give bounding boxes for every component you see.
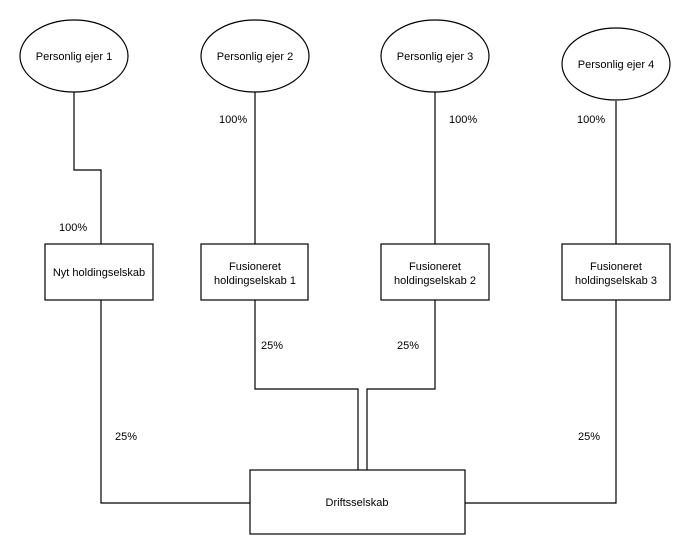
holding-label-line2: holdingselskab 2 (394, 275, 476, 287)
share-holding3-label: 25% (397, 340, 419, 352)
share-owner4-label: 100% (577, 114, 605, 126)
owner-node-3[interactable]: Personlig ejer 3 (380, 19, 490, 93)
owner-label: Personlig ejer 1 (36, 51, 112, 63)
share-holding1-label: 25% (115, 431, 137, 443)
owner-node-1[interactable]: Personlig ejer 1 (19, 19, 129, 93)
owner-node-4[interactable]: Personlig ejer 4 (561, 27, 671, 101)
owner-node-2[interactable]: Personlig ejer 2 (200, 19, 310, 93)
holding-node-4[interactable]: Fusioneret holdingselskab 3 (561, 243, 671, 301)
holding-label-line2: holdingselskab 1 (214, 275, 296, 287)
owner-label: Personlig ejer 4 (578, 59, 654, 71)
share-holding2-label: 25% (261, 340, 283, 352)
edge-holding3-operating (465, 300, 617, 504)
holding-node-2[interactable]: Fusioneret holdingselskab 1 (200, 243, 309, 301)
share-owner3-label: 100% (449, 114, 477, 126)
share-holding4-label: 25% (578, 431, 600, 443)
edge-holding0-operating (100, 300, 250, 504)
holding-label-line1: Fusioneret (590, 261, 642, 273)
operating-company-label: Driftsselskab (326, 497, 389, 509)
operating-company-node[interactable]: Driftsselskab (249, 469, 466, 535)
edge-holding2-operating (366, 300, 436, 470)
holding-node-1[interactable]: Nyt holdingselskab (44, 243, 154, 301)
holding-label-line1: Fusioneret (409, 261, 461, 273)
holding-node-3[interactable]: Fusioneret holdingselskab 2 (380, 243, 490, 301)
edge-holding1-operating (254, 300, 359, 470)
share-owner1-label: 100% (59, 222, 87, 234)
share-owner2-label: 100% (219, 114, 247, 126)
owner-label: Personlig ejer 3 (397, 51, 473, 63)
holding-label-line2: holdingselskab 3 (575, 275, 657, 287)
holding-label-line1: Nyt holdingselskab (53, 267, 145, 279)
owner-label: Personlig ejer 2 (217, 51, 293, 63)
holding-label-line1: Fusioneret (229, 261, 281, 273)
edge-owner1-holding (73, 86, 102, 244)
